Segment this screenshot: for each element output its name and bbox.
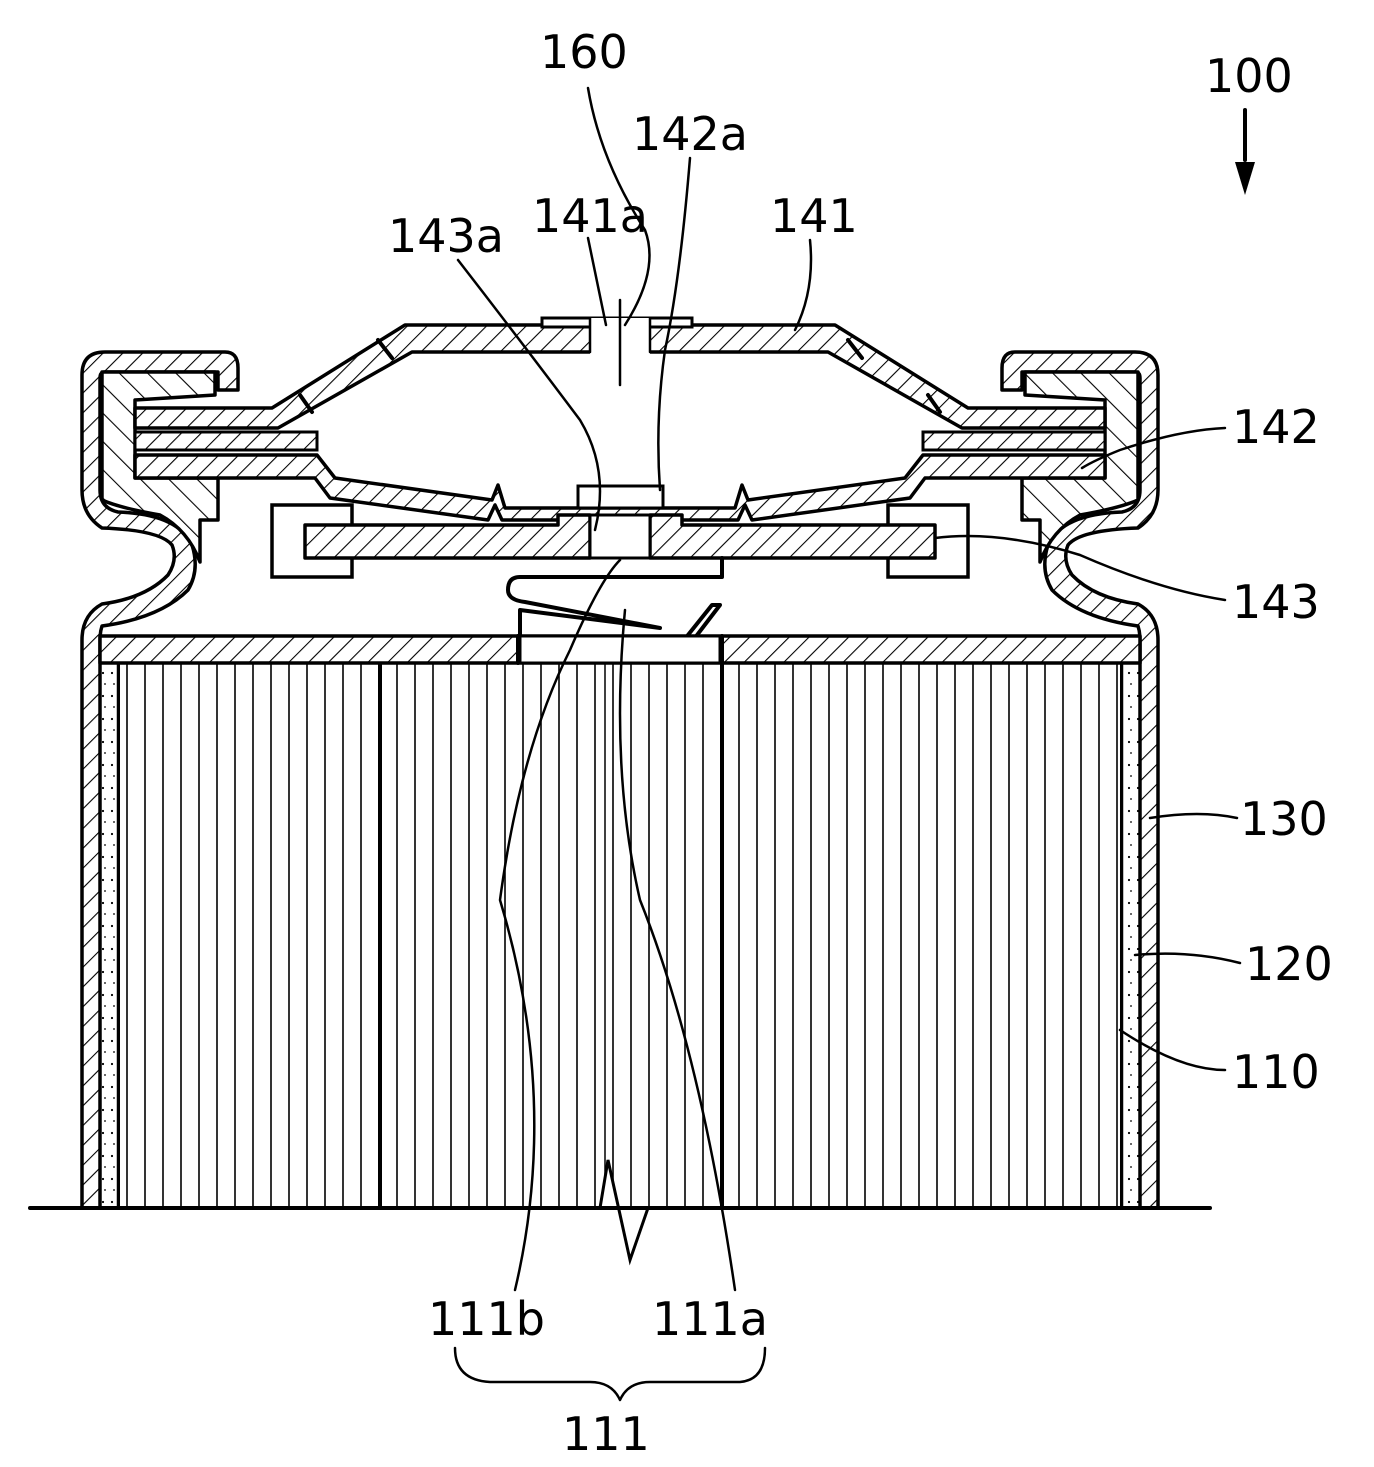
- label-100: 100: [1205, 49, 1293, 103]
- label-160: 160: [540, 25, 628, 79]
- cid-hole-143a: [590, 515, 650, 558]
- ptc-ring-left: [135, 432, 317, 450]
- label-130: 130: [1240, 792, 1328, 846]
- label-142: 142: [1232, 400, 1320, 454]
- brace-111: [455, 1348, 765, 1400]
- vent-protrusion-142a: [578, 486, 663, 508]
- label-141a: 141a: [532, 189, 648, 243]
- label-111b: 111b: [428, 1292, 545, 1346]
- label-142a: 142a: [632, 107, 748, 161]
- label-141: 141: [770, 189, 858, 243]
- label-111: 111: [562, 1407, 650, 1461]
- arrow-100: [1235, 110, 1255, 195]
- label-143a: 143a: [388, 209, 504, 263]
- label-120: 120: [1245, 937, 1333, 991]
- ptc-ring-right: [923, 432, 1105, 450]
- label-111a: 111a: [652, 1292, 768, 1346]
- label-110: 110: [1232, 1045, 1320, 1099]
- label-143: 143: [1232, 575, 1320, 629]
